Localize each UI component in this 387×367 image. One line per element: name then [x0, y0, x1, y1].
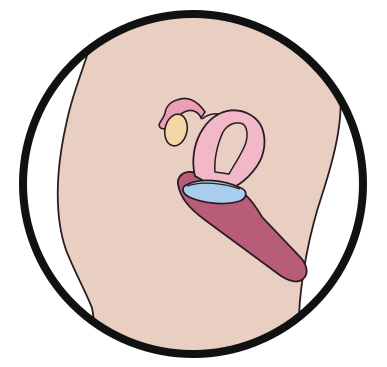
- anatomy-illustration: [0, 0, 387, 367]
- diagram-stage: [0, 0, 387, 367]
